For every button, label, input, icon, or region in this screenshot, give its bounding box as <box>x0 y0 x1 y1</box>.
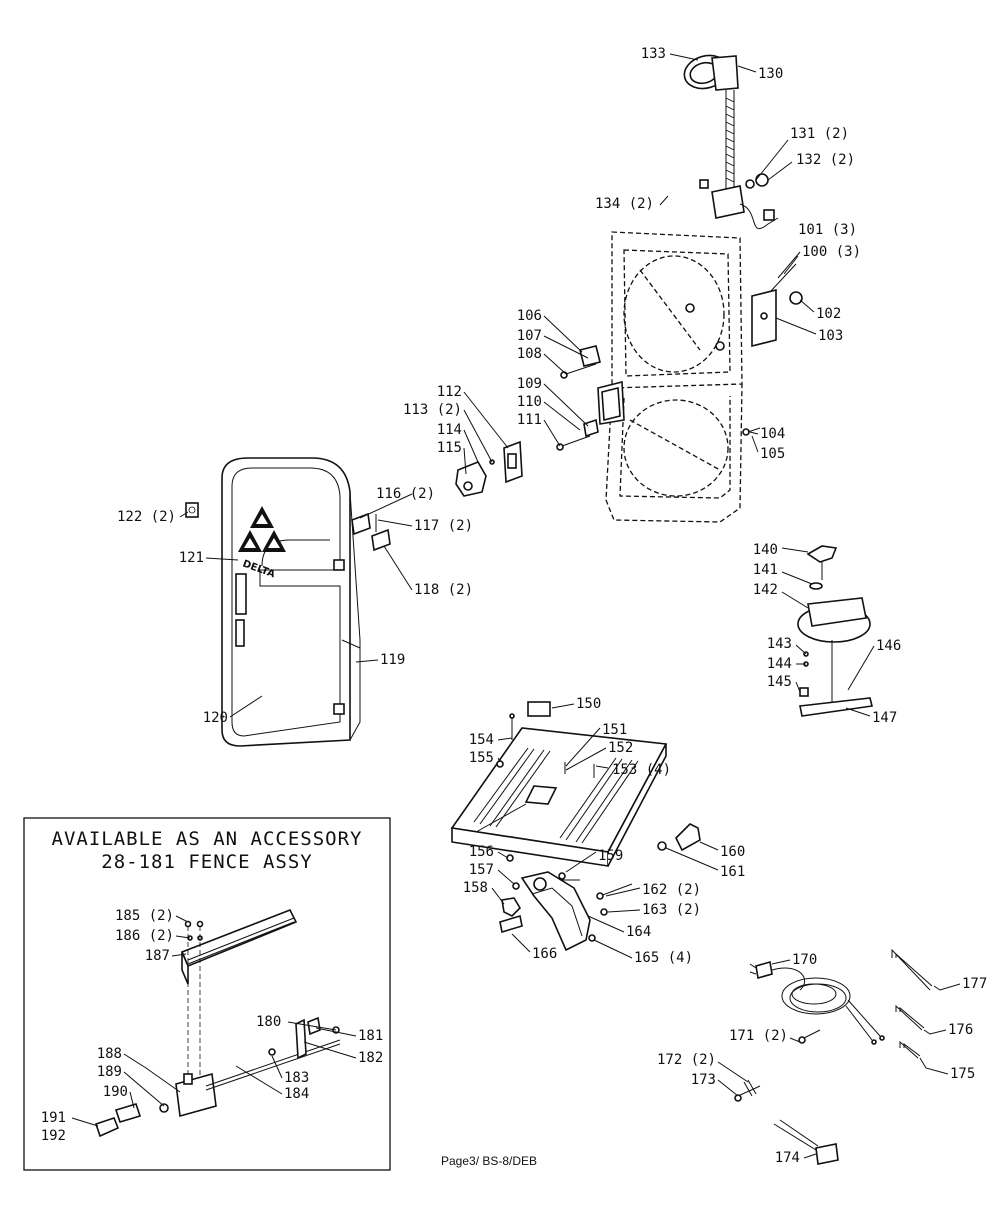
leader-lines <box>71 53 961 1159</box>
callout-165: 165 (4) <box>634 950 693 966</box>
callout-159: 159 <box>598 848 623 864</box>
callout-131: 131 (2) <box>790 126 849 142</box>
accessory-subtitle: 28-181 FENCE ASSY <box>101 851 312 873</box>
saw-frame <box>597 231 743 523</box>
callout-182: 182 <box>358 1050 383 1066</box>
table-assembly <box>450 701 701 952</box>
callout-151: 151 <box>602 722 627 738</box>
callout-134: 134 (2) <box>595 196 654 212</box>
callout-130: 130 <box>758 66 783 82</box>
callout-154: 154 <box>469 732 494 748</box>
callout-119: 119 <box>380 652 405 668</box>
callout-102: 102 <box>816 306 841 322</box>
callout-113: 113 (2) <box>403 402 462 418</box>
callout-160: 160 <box>720 844 745 860</box>
callout-163: 163 (2) <box>642 902 701 918</box>
callout-192: 192 <box>41 1128 66 1144</box>
callout-144: 144 <box>767 656 792 672</box>
callout-107: 107 <box>517 328 542 344</box>
callout-188: 188 <box>97 1046 122 1062</box>
callout-115: 115 <box>437 440 462 456</box>
callout-187: 187 <box>145 948 170 964</box>
callout-171: 171 (2) <box>729 1028 788 1044</box>
callout-157: 157 <box>469 862 494 878</box>
callout-177: 177 <box>962 976 987 992</box>
callout-145: 145 <box>767 674 792 690</box>
callout-161: 161 <box>720 864 745 880</box>
callout-140: 140 <box>753 542 778 558</box>
blade-guide-hardware <box>351 440 523 552</box>
callout-118: 118 (2) <box>414 582 473 598</box>
callout-150: 150 <box>576 696 601 712</box>
wheel-cover: DELTA <box>185 457 361 747</box>
callout-152: 152 <box>608 740 633 756</box>
callout-191: 191 <box>41 1110 66 1126</box>
page-footer: Page3/ BS-8/DEB <box>441 1154 537 1168</box>
callout-108: 108 <box>517 346 542 362</box>
callout-114: 114 <box>437 422 462 438</box>
callout-174: 174 <box>775 1150 800 1166</box>
tension-hardware <box>556 345 761 451</box>
callout-103: 103 <box>818 328 843 344</box>
callout-156: 156 <box>469 844 494 860</box>
callout-133: 133 <box>641 46 666 62</box>
callout-166: 166 <box>532 946 557 962</box>
callout-106: 106 <box>517 308 542 324</box>
callout-121: 121 <box>179 550 204 566</box>
callout-175: 175 <box>950 1066 975 1082</box>
callout-117: 117 (2) <box>414 518 473 534</box>
callout-141: 141 <box>753 562 778 578</box>
callout-173: 173 <box>691 1072 716 1088</box>
callout-180: 180 <box>256 1014 281 1030</box>
callout-105: 105 <box>760 446 785 462</box>
callout-100: 100 (3) <box>802 244 861 260</box>
callout-158: 158 <box>463 880 488 896</box>
cord-and-tools <box>734 948 933 1165</box>
callout-120: 120 <box>203 710 228 726</box>
callout-112: 112 <box>437 384 462 400</box>
callout-183: 183 <box>284 1070 309 1086</box>
callout-186: 186 (2) <box>115 928 174 944</box>
callout-185: 185 (2) <box>115 908 174 924</box>
callout-184: 184 <box>284 1086 309 1102</box>
callout-104: 104 <box>760 426 785 442</box>
callout-109: 109 <box>517 376 542 392</box>
callout-176: 176 <box>948 1022 973 1038</box>
callout-155: 155 <box>469 750 494 766</box>
callout-142: 142 <box>753 582 778 598</box>
callout-147: 147 <box>872 710 897 726</box>
callout-162: 162 (2) <box>642 882 701 898</box>
accessory-title: AVAILABLE AS AN ACCESSORY <box>52 828 363 850</box>
callout-172: 172 (2) <box>657 1052 716 1068</box>
callout-122: 122 (2) <box>117 509 176 525</box>
callout-170: 170 <box>792 952 817 968</box>
callout-181: 181 <box>358 1028 383 1044</box>
callout-110: 110 <box>517 394 542 410</box>
accessory-box: AVAILABLE AS AN ACCESSORY 28-181 FENCE A… <box>23 817 391 1171</box>
callout-143: 143 <box>767 636 792 652</box>
callout-132: 132 (2) <box>796 152 855 168</box>
callout-101: 101 (3) <box>798 222 857 238</box>
callout-153: 153 (4) <box>612 762 671 778</box>
callout-111: 111 <box>517 412 542 428</box>
callout-146: 146 <box>876 638 901 654</box>
callout-189: 189 <box>97 1064 122 1080</box>
callout-labels: 133 130 131 (2) 132 (2) 134 (2) 101 (3) … <box>41 46 988 1166</box>
callout-116: 116 (2) <box>376 486 435 502</box>
miter-gauge <box>797 545 873 717</box>
motor-plate <box>751 251 803 348</box>
callout-190: 190 <box>103 1084 128 1100</box>
callout-164: 164 <box>626 924 651 940</box>
